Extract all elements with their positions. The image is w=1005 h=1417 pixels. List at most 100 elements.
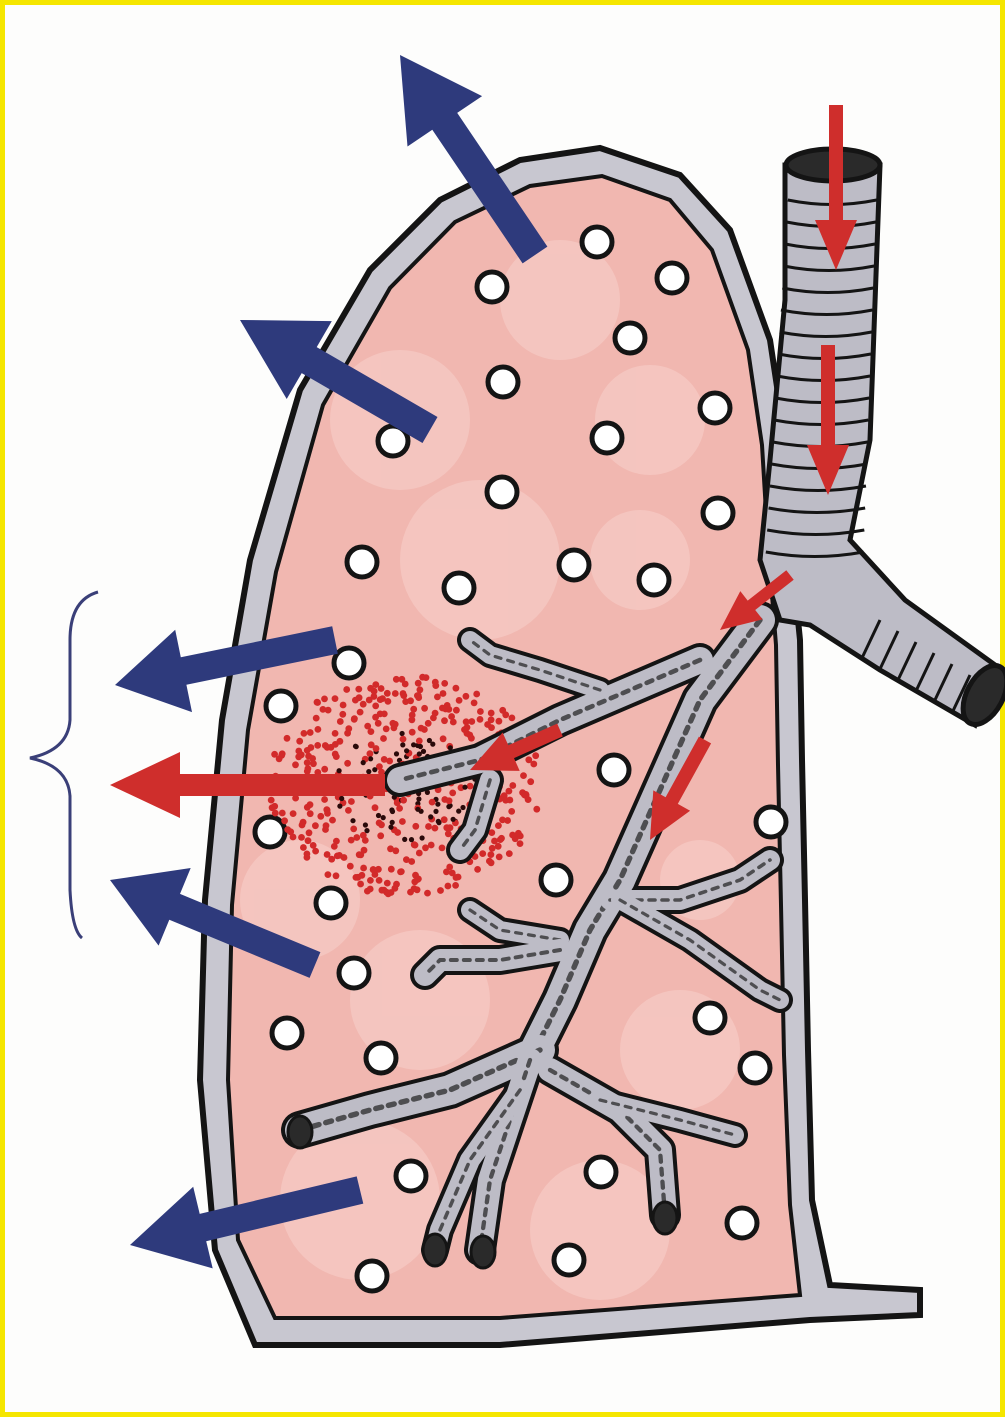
lesion-dot	[324, 810, 331, 817]
lesion-dot	[415, 680, 422, 687]
lesion-dot	[353, 744, 358, 749]
lesion-dot	[372, 767, 377, 772]
lesion-dot	[441, 796, 448, 803]
lesion-dot	[387, 845, 394, 852]
lesion-dot	[506, 850, 513, 857]
lesion-dot	[517, 840, 524, 847]
lesion-dot	[445, 883, 452, 890]
lesion-dot	[404, 748, 409, 753]
lesion-dot	[411, 742, 416, 747]
lesion-dot	[344, 760, 351, 767]
lesion-dot	[337, 738, 344, 745]
lesion-dot	[451, 817, 456, 822]
lesion-dot	[488, 716, 495, 723]
alveolus	[582, 227, 612, 257]
lesion-dot	[314, 742, 321, 749]
lesion-dot	[453, 707, 460, 714]
lesion-dot	[352, 697, 359, 704]
lesion-dot	[305, 765, 312, 772]
lesion-dot	[367, 877, 374, 884]
lesion-dot	[348, 837, 355, 844]
lesion-dot	[456, 697, 463, 704]
lesion-dot	[377, 832, 384, 839]
lesion-dot	[333, 753, 340, 760]
lesion-dot	[301, 730, 308, 737]
lesion-dot	[360, 701, 367, 708]
lesion-dot	[445, 830, 452, 837]
lesion-dot	[474, 866, 481, 873]
lesion-dot	[463, 718, 470, 725]
lesion-dot	[378, 685, 385, 692]
lesion-dot	[384, 880, 391, 887]
lesion-dot	[315, 726, 322, 733]
alveolus	[488, 367, 518, 397]
lesion-dot	[509, 832, 516, 839]
lesion-dot	[496, 718, 503, 725]
lesion-dot	[428, 814, 433, 819]
lesion-dot	[367, 750, 374, 757]
lesion-dot	[333, 838, 340, 845]
lesion-dot	[364, 828, 369, 833]
alveolus	[396, 1161, 426, 1191]
lesion-dot	[421, 726, 428, 733]
lesion-dot	[432, 825, 439, 832]
alveolus	[657, 263, 687, 293]
lesion-dot	[367, 886, 374, 893]
alveolus	[366, 1043, 396, 1073]
bronchus-opening	[471, 1236, 495, 1268]
lesion-dot	[357, 709, 364, 716]
lesion-dot	[425, 823, 432, 830]
lesion-dot	[317, 813, 324, 820]
lesion-dot	[497, 836, 504, 843]
alveolus	[700, 393, 730, 423]
lesion-dot	[271, 803, 278, 810]
lesion-dot	[321, 766, 328, 773]
lesion-dot	[436, 820, 441, 825]
lesion-dot	[322, 742, 329, 749]
lesion-dot	[400, 736, 407, 743]
lesion-dot	[424, 890, 431, 897]
lesion-dot	[304, 747, 311, 754]
lesion-dot	[313, 715, 320, 722]
lesion-dot	[434, 694, 441, 701]
lesion-dot	[379, 887, 386, 894]
lesion-dot	[409, 729, 416, 736]
lesion-dot	[399, 818, 406, 825]
lesion-dot	[488, 859, 495, 866]
alveolus	[347, 547, 377, 577]
lesion-dot	[312, 822, 319, 829]
lesion-dot	[337, 718, 344, 725]
lesion-dot	[399, 676, 406, 683]
lesion-dot	[525, 756, 532, 763]
lesion-dot	[412, 842, 419, 849]
lesion-dot	[307, 729, 314, 736]
lesion-dot	[499, 707, 506, 714]
lesion-dot	[509, 782, 516, 789]
lesion-dot	[452, 882, 459, 889]
lesion-dot	[337, 804, 342, 809]
lesion-dot	[350, 818, 355, 823]
lesion-dot	[268, 797, 275, 804]
lesion-dot	[489, 845, 496, 852]
alveolus	[272, 1018, 302, 1048]
lesion-dot	[520, 772, 527, 779]
lesion-dot	[418, 744, 423, 749]
lesion-dot	[351, 716, 358, 723]
lesion-dot	[383, 726, 390, 733]
lesion-dot	[307, 810, 314, 817]
lesion-dot	[376, 877, 383, 884]
lesion-dot	[441, 816, 448, 823]
alveolus	[444, 573, 474, 603]
lesion-dot	[347, 863, 354, 870]
lesion-dot	[307, 801, 314, 808]
lesion-dot	[372, 804, 379, 811]
lesion-dot	[477, 708, 484, 715]
lesion-dot	[278, 752, 285, 759]
lesion-dot	[533, 806, 540, 813]
lesion-dot	[403, 856, 410, 863]
alveolus	[541, 865, 571, 895]
alveolus	[599, 755, 629, 785]
lesion-dot	[368, 741, 375, 748]
lesion-dot	[312, 848, 319, 855]
lesion-dot	[410, 706, 417, 713]
